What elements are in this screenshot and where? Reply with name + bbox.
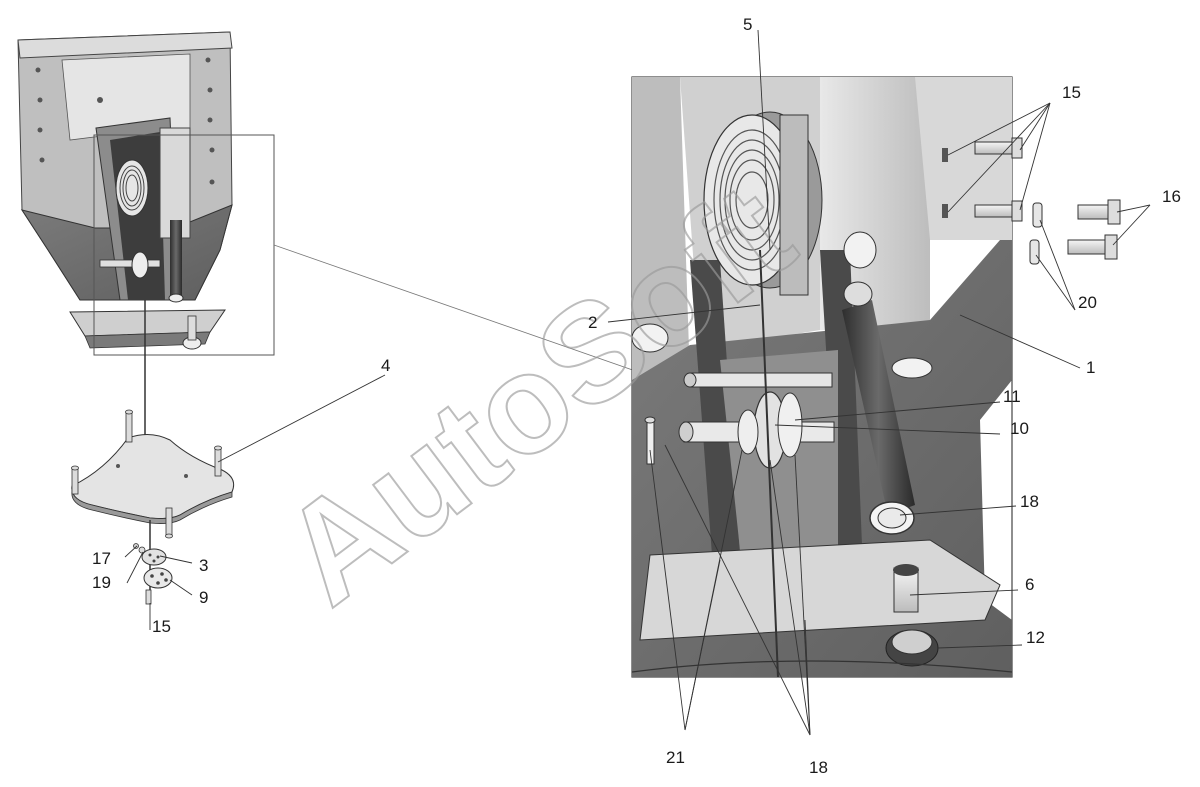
washer-17 (133, 543, 139, 549)
overview-drum (115, 159, 149, 217)
callout-9: 9 (199, 588, 208, 607)
callout-1: 1 (1086, 358, 1095, 377)
cross-plate-edge (71, 485, 233, 524)
detail-tube-top (843, 281, 873, 307)
detail-washers-20 (1029, 202, 1043, 265)
callout-21: 21 (666, 748, 685, 767)
detail-cable (759, 249, 779, 677)
washer-3 (141, 548, 167, 566)
overview-shaft (99, 259, 161, 268)
detail-tube (842, 300, 915, 515)
callout-11: 11 (1003, 387, 1021, 406)
callout-17: 17 (92, 549, 111, 568)
callout-19: 19 (92, 573, 111, 592)
detail-bottom-arc (632, 660, 1012, 673)
bolt-15-small (145, 589, 152, 605)
detail-bolts-16 (1067, 199, 1121, 260)
detail-left-wall (632, 77, 690, 380)
callout-3: 3 (199, 556, 208, 575)
detail-hole-top (891, 357, 933, 379)
callout-15-bottom: 15 (152, 617, 171, 636)
overview-nut-shank (187, 315, 197, 341)
leader-lines (124, 29, 1151, 736)
callout-20: 20 (1078, 293, 1097, 312)
overview-housing-top (17, 31, 233, 59)
callout-16: 16 (1162, 187, 1181, 206)
detail-pulley-washer (737, 409, 759, 455)
callout-labels: 4 5 2 15 16 20 1 11 10 18 6 12 21 18 17 … (92, 15, 1181, 777)
callout-6: 6 (1025, 575, 1034, 594)
detail-channel-left (690, 260, 740, 555)
callout-18-bottom: 18 (809, 758, 828, 777)
detail-upper-shaft (689, 372, 833, 388)
detail-right-side (915, 77, 1012, 240)
detail-connector-line (273, 244, 691, 391)
overview-tube (170, 220, 182, 300)
overview-pulley (131, 251, 149, 279)
nut-19 (138, 546, 146, 554)
overview-drum-coils (119, 165, 145, 211)
callout-12: 12 (1026, 628, 1045, 647)
detail-drum-block (779, 114, 809, 296)
callout-18-right: 18 (1020, 492, 1039, 511)
callout-10: 10 (1010, 419, 1029, 438)
callout-5: 5 (743, 15, 752, 34)
small-hardware (133, 543, 173, 605)
callout-15-top: 15 (1062, 83, 1081, 102)
detail-hole-left (632, 323, 669, 353)
callout-2: 2 (588, 313, 597, 332)
overview-tube-end (168, 293, 184, 303)
clamp-9 (143, 567, 173, 589)
overview-side-holes (35, 57, 215, 185)
detail-bolts-15 (974, 137, 1023, 222)
overview-assembly (17, 31, 275, 520)
callout-4: 4 (381, 356, 390, 375)
overview-bottom-plate-front (84, 331, 211, 349)
overview-right-wall (159, 127, 191, 239)
detail-view (631, 76, 1121, 678)
detail-hole-right (843, 231, 877, 269)
